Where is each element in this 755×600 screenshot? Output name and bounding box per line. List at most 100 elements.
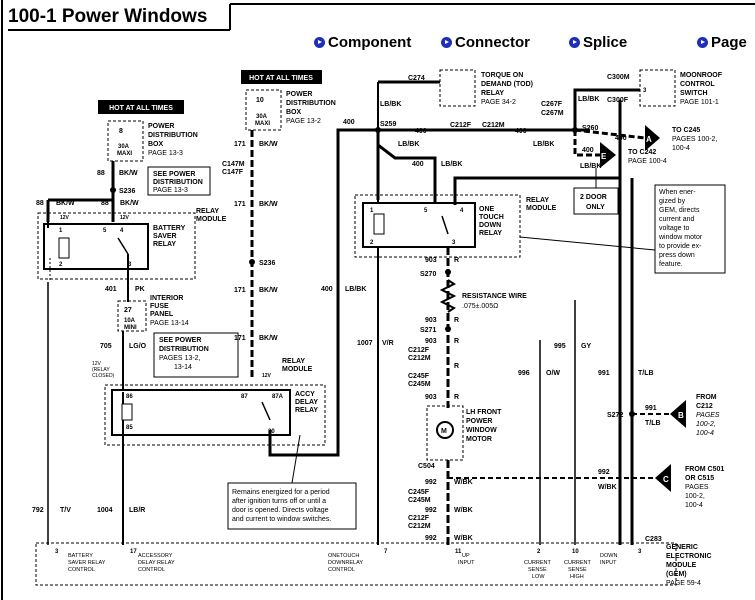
fuse-mini-label: MINI [124,325,137,331]
see-pdb-6: PAGES 13-2, [159,355,201,362]
from-c501-4: 100-2, [685,493,705,500]
wire-400-label-c: 400 [415,128,427,135]
moonroof-label-4: PAGE 101-1 [680,99,719,106]
see-pdb-3: PAGE 13-3 [153,187,188,194]
gem-pin-2: 2 [537,549,541,555]
otd-label-4: RELAY [479,230,502,237]
otd-switch [441,215,449,235]
connector-tag-b[interactable] [670,400,686,428]
accy-label-3: RELAY [295,407,318,414]
accy-switch [261,401,271,421]
splice-s271-label: S271 [420,327,436,334]
splice-s270 [445,269,451,275]
from-c212-4: 100-2, [696,421,716,428]
pdb-title-c2: BOX [286,109,302,116]
connector-tag-c[interactable] [655,464,671,492]
to-c242-1: TO C242 [628,149,656,156]
conn-c245m: C245M [408,381,431,388]
nav-splice-link[interactable]: Splice [569,34,627,51]
conn-c212f: C212F [450,122,472,129]
bsr-pin-1: 1 [59,228,63,234]
gem-cs-4: CURRENT [564,560,592,566]
from-c212-3: PAGES [696,412,720,419]
nav-connector-link[interactable]: Connector [441,34,530,51]
wire-88-label-c: 88 [101,200,109,207]
wire-bkw-label-a: BK/W [119,170,138,177]
conn-c212m: C212M [482,122,505,129]
conn-c504: C504 [418,463,435,470]
wire-tlb-label-a: T/LB [638,370,654,377]
conn-c147f: C147F [222,169,244,176]
arrow-icon [569,37,580,48]
wire-400-label-b: 400 [343,119,355,126]
pdb-title-b: DISTRIBUTION [148,132,198,139]
wire-903-label-c: 903 [425,338,437,345]
see-pdb-5: DISTRIBUTION [159,346,209,353]
conn-c245f: C245F [408,373,430,380]
wire-wbk-label-d: W/BK [598,484,617,491]
battery-saver-label-2: SAVER [153,233,177,240]
wire-r-label-a: R [454,257,459,264]
nav-component-link[interactable]: Component [314,34,411,51]
gem-note-6: window motor [658,234,703,241]
wire-vr-label: V/R [382,340,394,347]
conn-c212m-b: C212M [408,355,431,362]
from-c212-2: C212 [696,403,713,410]
gem-bsrc-3: CONTROL [68,567,95,573]
resistance-value: .075±.005Ω [462,303,498,310]
from-c501-2: OR C515 [685,475,714,482]
wire-lbbk-label-f: LB/BK [578,96,599,103]
wire-r-label-d: R [454,363,459,370]
wire-r-label-c: R [454,338,459,345]
gem-pin-7: 7 [384,549,388,555]
splice-s272-label: S272 [607,412,623,419]
pdb-page-1: PAGE 13-3 [148,150,183,157]
gem-down-1: DOWN [600,553,617,559]
pin-12v-b: 12V [120,215,130,221]
splice-s236-label-a: S236 [119,188,135,195]
bsr-coil [58,237,70,259]
pdb-title-a: POWER [148,123,174,130]
gem-pin-17: 17 [130,549,137,555]
wire-992-label-d: 992 [598,469,610,476]
conn-c300f: C300F [607,97,629,104]
splice-s271 [445,326,451,332]
relay-closed-3: CLOSED) [92,373,115,379]
conn-c283: C283 [645,536,662,543]
otd-label-1: ONE [479,206,495,213]
gem-label-1: GENERIC [666,544,698,551]
wire-lbbk-label-g: LB/BK [580,163,601,170]
wire-171-label-d: 171 [234,335,246,342]
conn-c212f-c: C212F [408,515,430,522]
wire-1004-label: 1004 [97,507,113,514]
conn-c300m: C300M [607,74,630,81]
otd-pin-4: 4 [460,208,464,214]
wire-400-label-e: 400 [412,161,424,168]
pdb-title-a2: POWER [286,91,312,98]
nav-page-link[interactable]: Page [697,34,747,51]
gem-cs-1: CURRENT [524,560,552,566]
to-c245-1: TO C245 [672,127,700,134]
connector-tag-e[interactable] [600,142,616,168]
wire-tlb-label-b: T/LB [645,420,661,427]
relay-module-label-3a: RELAY [526,197,549,204]
gem-note-2: gized by [659,198,686,205]
arrow-icon [314,37,325,48]
bsr-pin-3: 3 [128,262,132,268]
wire-171-label-a: 171 [234,141,246,148]
gem-down-2: INPUT [600,560,617,566]
moonroof-pin-3: 3 [643,88,647,94]
wire-903-label-a: 903 [425,257,437,264]
ifp-label-3: PANEL [150,311,174,318]
lh-front-label-4: MOTOR [466,436,492,443]
gem-otd-2: DOWNRELAY [328,560,363,566]
wire-lbbk-label-b: LB/BK [380,101,401,108]
see-pdb-box-1 [147,166,211,196]
relay-module-label-2a: RELAY [282,358,305,365]
gem-note-box [654,184,726,274]
maxi-label-b: MAXI [255,121,270,127]
wire-88-label-a: 88 [97,170,105,177]
wire-1007-label: 1007 [357,340,373,347]
connector-tag-a[interactable] [645,125,660,151]
wire-r-label-b: R [454,317,459,324]
